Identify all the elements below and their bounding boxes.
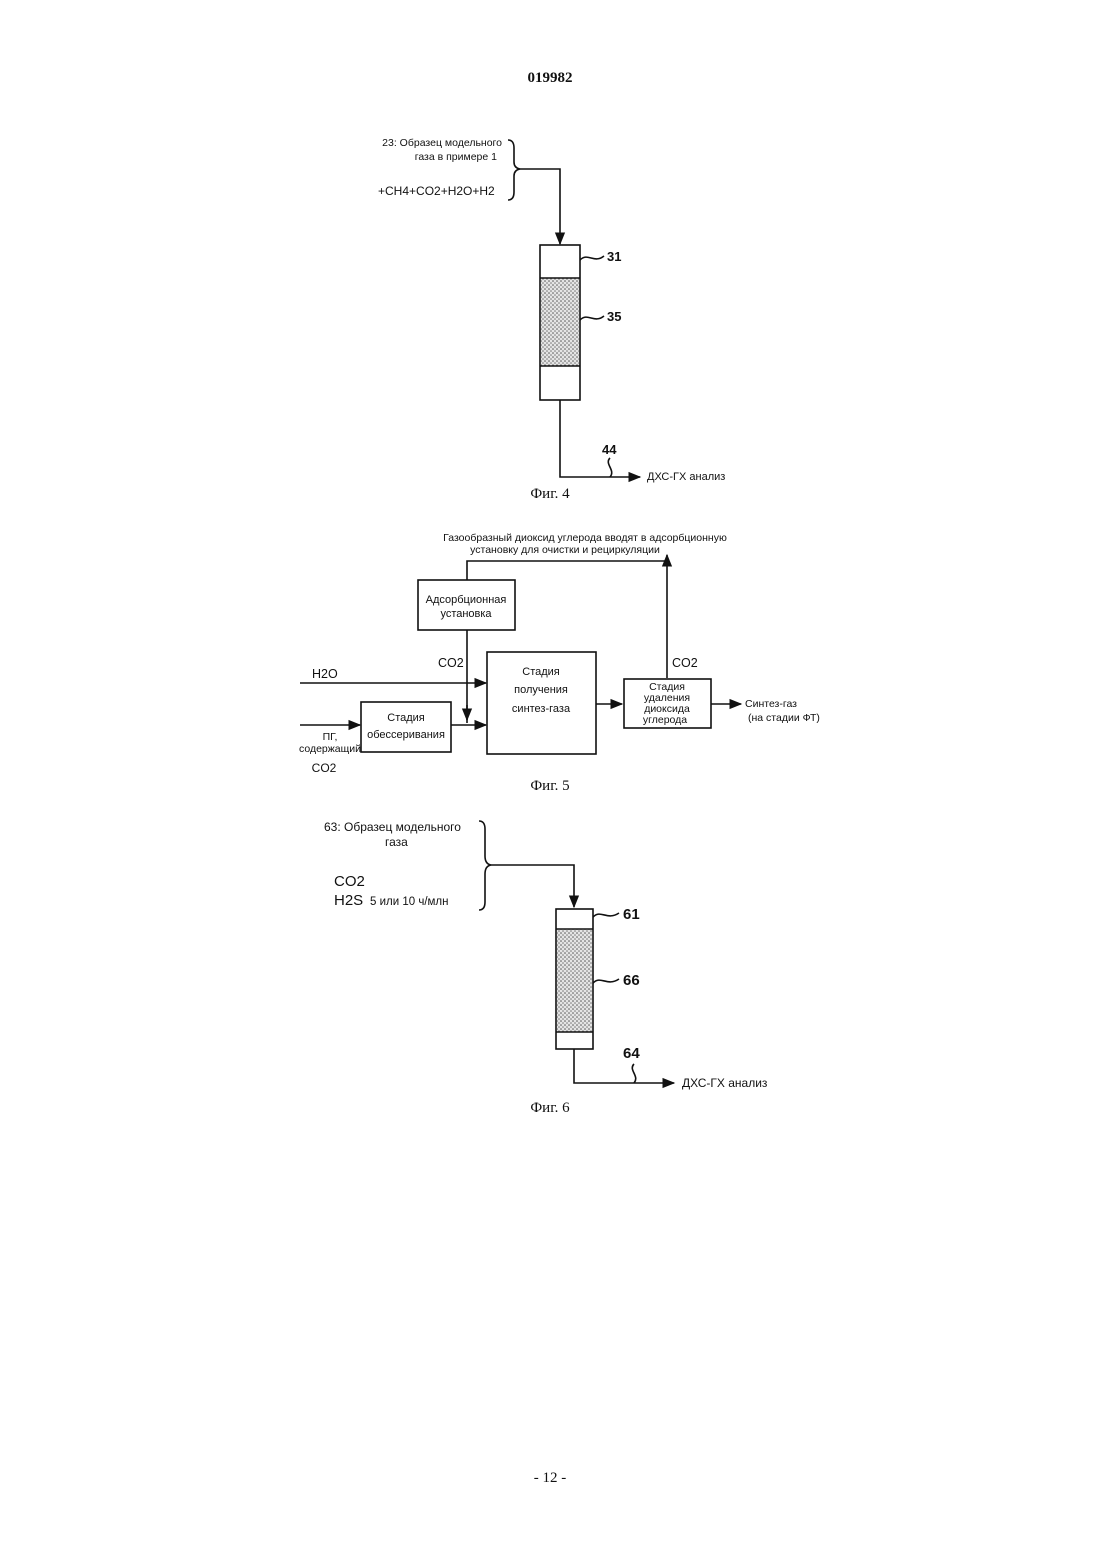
fig5-caption: Фиг. 5 xyxy=(530,778,569,794)
document-number: 019982 xyxy=(528,70,573,86)
fig6-inlet-arrow xyxy=(491,865,574,907)
fig6-leader-61 xyxy=(593,913,619,917)
fig5-feed-line2: содержащий xyxy=(299,743,361,755)
fig5-co2-left: CO2 xyxy=(438,656,464,670)
fig4-output-label: ДХС-ГХ анализ xyxy=(647,471,725,483)
fig5-desulf-line1: Стадия xyxy=(387,712,425,724)
fig5-adsorption-line2: установка xyxy=(440,608,492,620)
fig5-adsorption-line1: Адсорбционная xyxy=(426,594,507,606)
fig5-h2o-label: H2O xyxy=(312,667,338,681)
fig4-brace xyxy=(508,140,520,200)
fig4-label-44: 44 xyxy=(602,442,617,457)
fig6-co2-label: CO2 xyxy=(334,873,365,890)
fig6-catalyst-bed xyxy=(557,929,592,1032)
fig6-label-64: 64 xyxy=(623,1045,640,1062)
fig6-leader-64 xyxy=(632,1064,635,1083)
fig5-top-note-line1: Газообразный диоксид углерода вводят в а… xyxy=(443,532,727,544)
fig6-h2s-label: H2S xyxy=(334,892,363,909)
fig6-sample-line2: газа xyxy=(385,835,408,849)
fig5-removal-line4: углерода xyxy=(643,714,687,726)
fig5-co2-right: CO2 xyxy=(672,656,698,670)
fig4-caption: Фиг. 4 xyxy=(530,486,570,502)
fig4-label-31: 31 xyxy=(607,249,621,264)
fig4-sample-line2: газа в примере 1 xyxy=(415,151,497,163)
figure-4: 23: Образец модельного газа в примере 1 … xyxy=(378,137,725,502)
fig6-caption: Фиг. 6 xyxy=(530,1100,570,1116)
fig4-leader-31 xyxy=(580,256,604,260)
fig4-leader-35 xyxy=(580,316,604,320)
fig4-label-35: 35 xyxy=(607,309,621,324)
fig5-top-note-line2: установку для очистки и рециркуляции xyxy=(470,544,660,556)
fig6-label-66: 66 xyxy=(623,972,640,989)
fig5-feed-line3: CO2 xyxy=(312,761,337,775)
fig5-syngas-line3: синтез-газа xyxy=(512,703,571,715)
fig6-sample-line1: 63: Образец модельного xyxy=(324,820,461,834)
fig4-leader-44 xyxy=(608,458,611,477)
fig4-outlet-arrow xyxy=(560,400,640,477)
fig5-syngas-line2: получения xyxy=(514,684,568,696)
fig5-output-line2: (на стадии ФТ) xyxy=(748,712,820,724)
fig6-leader-66 xyxy=(593,979,619,983)
figure-6: 63: Образец модельного газа CO2 H2S 5 ил… xyxy=(324,820,768,1116)
fig4-catalyst-bed xyxy=(541,278,579,366)
fig6-brace xyxy=(479,821,491,910)
figure-5: Газообразный диоксид углерода вводят в а… xyxy=(299,532,820,794)
fig6-label-61: 61 xyxy=(623,906,640,923)
fig4-sample-line1: 23: Образец модельного xyxy=(382,137,502,149)
fig6-output-label: ДХС-ГХ анализ xyxy=(682,1076,768,1090)
fig4-gas-mixture: +CH4+CO2+H2O+H2 xyxy=(378,184,495,198)
fig5-desulfurization-stage xyxy=(361,702,451,752)
fig4-inlet-arrow xyxy=(520,169,560,244)
fig5-feed-line1: ПГ, xyxy=(323,731,338,743)
fig5-syngas-line1: Стадия xyxy=(522,666,560,678)
fig5-recycle-line xyxy=(467,561,667,580)
page-number: - 12 - xyxy=(534,1470,567,1486)
fig6-concentration: 5 или 10 ч/млн xyxy=(370,896,448,908)
fig5-desulf-line2: обессеривания xyxy=(367,729,445,741)
fig5-output-line1: Синтез-газ xyxy=(745,698,797,710)
